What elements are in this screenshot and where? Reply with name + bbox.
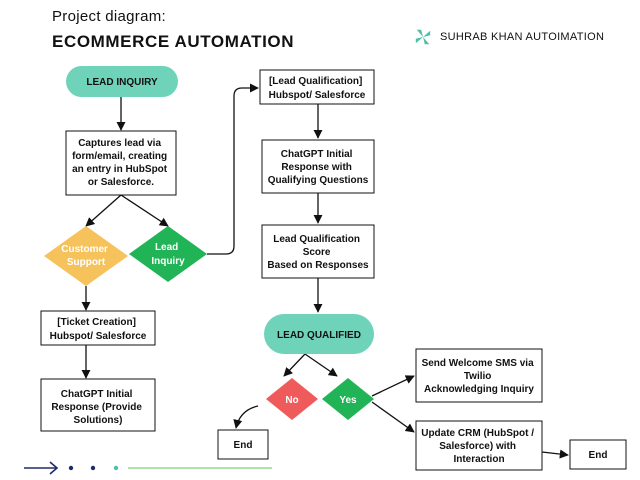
footer-dot-3 xyxy=(113,465,119,471)
end-box-right xyxy=(569,439,627,470)
arrow-yes-to-sms xyxy=(371,375,415,397)
yes-label: Yes xyxy=(339,395,357,406)
footer-arrow-head-icon xyxy=(49,461,59,475)
lead-inquiry-pill-label: LEAD INQUIRY xyxy=(86,77,158,88)
footer-dot-2 xyxy=(90,465,96,471)
chatgpt-solutions-text: ChatGPT Initial Response (Provide Soluti… xyxy=(51,389,144,426)
connectors xyxy=(81,83,569,459)
lead-qualification-text: [Lead Qualification] Hubspot/ Salesforce xyxy=(269,76,366,101)
chatgpt-solutions-box xyxy=(40,378,156,432)
lead-qualified-label: LEAD QUALIFIED xyxy=(277,330,361,341)
send-sms-box xyxy=(415,348,543,403)
footer-dot-1 xyxy=(68,465,74,471)
ticket-creation-box xyxy=(40,310,156,346)
lead-inquiry-diamond xyxy=(129,226,207,282)
customer-support-diamond xyxy=(44,226,128,286)
qualification-score-box xyxy=(261,224,375,279)
end-right-label: End xyxy=(589,450,608,461)
yes-diamond xyxy=(322,378,374,420)
qualification-score-text: Lead Qualification Score Based on Respon… xyxy=(267,234,369,271)
arrow-crm-to-end xyxy=(541,449,569,459)
arrow-capture-to-support xyxy=(85,194,122,227)
page-title: ECOMMERCE AUTOMATION xyxy=(52,32,295,51)
lead-inquiry-pill xyxy=(66,66,178,97)
update-crm-box xyxy=(415,420,543,471)
lead-qualification-box xyxy=(259,69,375,105)
arrow-qualified-to-yes xyxy=(304,353,338,377)
arrow-inquiry-to-qualification xyxy=(207,83,259,255)
end-left-label: End xyxy=(234,440,253,451)
no-diamond xyxy=(266,378,318,420)
brand: SUHRAB KHAN AUTOIMATION xyxy=(414,28,604,46)
chatgpt-qualifying-box xyxy=(261,139,375,194)
arrow-capture-to-inquiry xyxy=(120,194,169,227)
footer-decoration xyxy=(24,461,272,475)
no-label: No xyxy=(285,395,298,406)
arrow-yes-to-crm xyxy=(371,401,415,433)
customer-support-label: Customer Support xyxy=(61,244,110,268)
brand-name: SUHRAB KHAN AUTOIMATION xyxy=(440,31,605,43)
end-box-left xyxy=(217,429,269,460)
arrow-no-to-end xyxy=(233,405,259,429)
send-sms-text: Send Welcome SMS via Twilio Acknowledgin… xyxy=(422,358,537,395)
capture-lead-box xyxy=(65,130,177,196)
lead-inquiry-diamond-label: Lead Inquiry xyxy=(151,242,185,267)
ticket-creation-text: [Ticket Creation] Hubspot/ Salesforce xyxy=(50,317,147,342)
chatgpt-qualifying-text: ChatGPT Initial Response with Qualifying… xyxy=(268,149,369,186)
arrow-qualified-to-no xyxy=(283,353,306,377)
page-subtitle: Project diagram: xyxy=(52,8,167,25)
update-crm-text: Update CRM (HubSpot / Salesforce) with I… xyxy=(421,428,537,465)
capture-lead-text: Captures lead via form/email, creating a… xyxy=(72,138,170,188)
lead-qualified-pill xyxy=(264,314,374,354)
pinwheel-icon xyxy=(415,29,431,45)
